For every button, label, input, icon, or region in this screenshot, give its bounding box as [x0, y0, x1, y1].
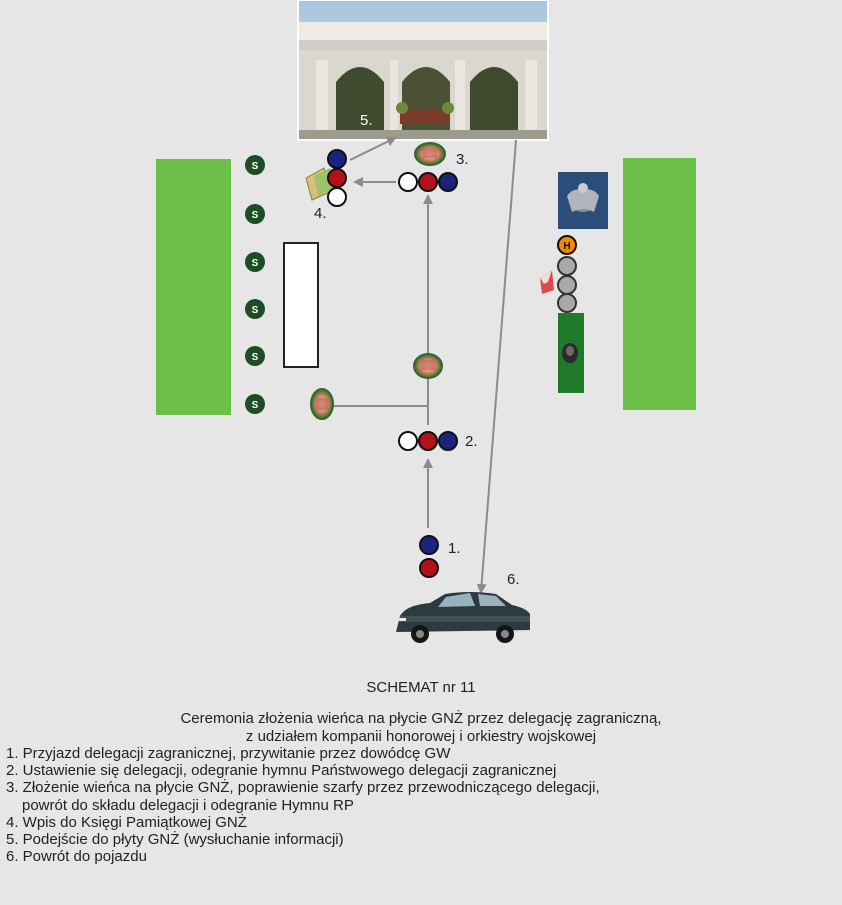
ceremony-subtitle-line1: Ceremonia złożenia wieńca na płycie GNŻ … — [180, 710, 662, 727]
honor-guard-column: S S S S S S — [245, 155, 265, 414]
delegation-group-1 — [419, 535, 439, 578]
movement-paths — [332, 137, 517, 594]
ceremony-subtitle-line2: z udziałem kompanii honorowej i orkiestr… — [245, 728, 597, 745]
wreath-icon — [310, 388, 334, 420]
wreath-icon — [413, 353, 443, 379]
legend-item-5: 5. Podejście do płyty GNŻ (wysłuchanie i… — [6, 831, 344, 849]
legend-item-3: 3. Złożenie wieńca na płycie GNŻ, popraw… — [6, 779, 600, 814]
flag-icon — [540, 270, 554, 294]
wreath-icon — [414, 142, 446, 166]
right-green-block — [623, 158, 696, 410]
legend-item-4: 4. Wpis do Księgi Pamiątkowej GNŻ — [6, 813, 247, 831]
svg-text:S: S — [252, 258, 259, 269]
soldier-badge: S — [245, 299, 265, 319]
legend-item-1: 1. Przyjazd delegacji zagranicznej, przy… — [6, 745, 451, 762]
eagle-emblem — [558, 172, 608, 229]
soldier-badge: S — [245, 252, 265, 272]
step-label-6: 6. — [507, 571, 520, 588]
step-label-4: 4. — [314, 205, 327, 222]
legend-item-2: 2. Ustawienie się delegacji, odegranie h… — [6, 762, 557, 780]
svg-text:S: S — [252, 352, 259, 363]
step-label-1: 1. — [448, 540, 461, 557]
soldier-badge: S — [245, 204, 265, 224]
step-label-5: 5. — [360, 112, 373, 129]
svg-text:S: S — [252, 161, 259, 172]
soldier-badge: S — [245, 155, 265, 175]
car-icon — [396, 592, 530, 643]
svg-text:H: H — [563, 241, 570, 252]
tomb-photo — [297, 0, 549, 141]
delegation-group-2 — [398, 431, 458, 451]
soldier-badge: S — [245, 346, 265, 366]
svg-text:S: S — [252, 400, 259, 411]
delegation-group-4 — [327, 149, 347, 207]
step-label-3: 3. — [456, 151, 469, 168]
schemat-title: SCHEMAT nr 11 — [366, 679, 476, 696]
soldier-badge: S — [245, 394, 265, 414]
legend-item-6: 6. Powrót do pojazdu — [6, 848, 147, 866]
svg-text:S: S — [252, 210, 259, 221]
orchestra-column: H — [557, 235, 577, 313]
delegation-group-3 — [398, 172, 458, 192]
step-label-2: 2. — [465, 433, 478, 450]
legend-list: 1. Przyjazd delegacji zagranicznej, przy… — [6, 745, 842, 865]
svg-text:S: S — [252, 305, 259, 316]
orchestra-block — [558, 313, 584, 393]
left-green-block — [156, 159, 231, 415]
table-rectangle — [283, 242, 319, 368]
